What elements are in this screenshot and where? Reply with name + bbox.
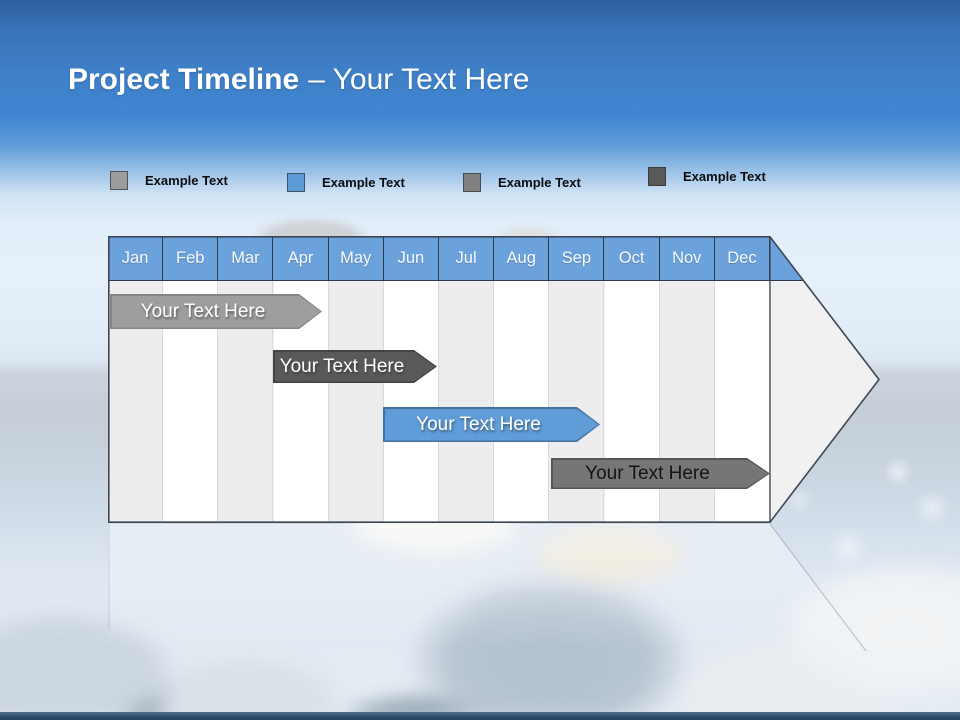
legend-item-4: Example Text — [648, 166, 766, 186]
table-reflection — [108, 524, 862, 645]
legend-item-2: Example Text — [287, 172, 405, 192]
legend-color-swatch — [648, 166, 666, 186]
legend-label: Example Text — [498, 174, 581, 190]
reflection-diagonal-line — [769, 523, 867, 652]
legend-label: Example Text — [683, 168, 766, 184]
bar-fill: Your Text Here — [385, 409, 599, 441]
bottom-edge-strip — [0, 712, 960, 720]
page-title-regular: – Your Text Here — [308, 63, 530, 96]
bar-fill: Your Text Here — [553, 460, 769, 488]
timeline-bar-4: Your Text Here — [551, 458, 770, 489]
timeline-bar-3: Your Text Here — [383, 407, 600, 442]
legend-color-swatch — [110, 170, 128, 190]
bar-label: Your Text Here — [279, 355, 405, 377]
page-title: Project Timeline– Your Text Here — [68, 60, 529, 100]
legend-label: Example Text — [322, 174, 405, 190]
timeline-bar-2: Your Text Here — [273, 350, 437, 383]
legend-color-swatch — [287, 172, 305, 192]
legend-label: Example Text — [145, 172, 228, 188]
bar-label: Your Text Here — [140, 300, 266, 322]
bar-fill: Your Text Here — [112, 296, 321, 328]
legend-item-1: Example Text — [110, 170, 228, 190]
bar-label: Your Text Here — [585, 462, 710, 484]
legend-item-3: Example Text — [463, 172, 581, 192]
timeline-bar-1: Your Text Here — [110, 294, 322, 329]
bar-label: Your Text Here — [416, 413, 541, 435]
page-title-bold: Project Timeline — [68, 63, 300, 96]
bar-fill: Your Text Here — [275, 352, 436, 382]
legend-color-swatch — [463, 172, 481, 192]
